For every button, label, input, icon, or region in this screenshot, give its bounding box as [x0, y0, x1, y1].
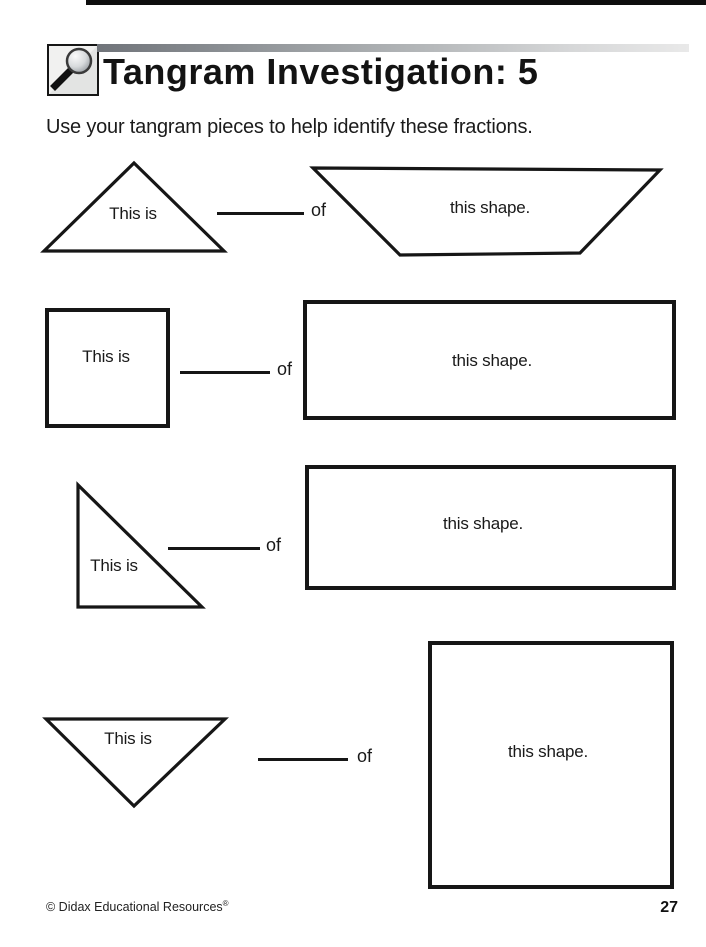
inverted-triangle-shape: [42, 717, 229, 809]
rectangle-shape: [305, 465, 676, 590]
trapezoid-shape: [309, 166, 664, 257]
magnifier-icon: [49, 46, 97, 94]
answer-blank: [217, 212, 304, 215]
large-square-shape: [428, 641, 674, 889]
footer-copyright: © Didax Educational Resources®: [46, 899, 229, 914]
answer-blank: [180, 371, 270, 374]
answer-blank: [168, 547, 260, 550]
instruction-text: Use your tangram pieces to help identify…: [46, 116, 533, 138]
shape-label: This is: [82, 347, 130, 366]
page-number: 27: [660, 899, 678, 916]
answer-blank: [258, 758, 348, 761]
of-connector-label: of: [277, 359, 293, 379]
registered-mark: ®: [222, 899, 229, 908]
wide-rectangle-shape: [303, 300, 676, 420]
target-shape-label: this shape.: [449, 198, 531, 217]
small-square-shape: [45, 308, 170, 428]
page-title: Tangram Investigation: 5: [103, 51, 539, 92]
target-shape-label: this shape.: [442, 514, 524, 533]
top-edge-rule: [86, 0, 706, 5]
target-shape-label: this shape.: [507, 742, 589, 761]
shape-label: This is: [104, 729, 152, 748]
header-icon-box: [47, 44, 99, 96]
target-shape-label: this shape.: [451, 351, 533, 370]
of-connector-label: of: [357, 746, 373, 766]
small-triangle-shape: [40, 160, 228, 253]
of-connector-label: of: [266, 535, 282, 555]
shape-label: This is: [109, 204, 157, 223]
shape-label: This is: [90, 556, 138, 575]
right-triangle-shape: [76, 481, 206, 609]
copyright-text: © Didax Educational Resources: [46, 900, 223, 915]
of-connector-label: of: [311, 200, 327, 220]
header-bar: [97, 44, 689, 52]
